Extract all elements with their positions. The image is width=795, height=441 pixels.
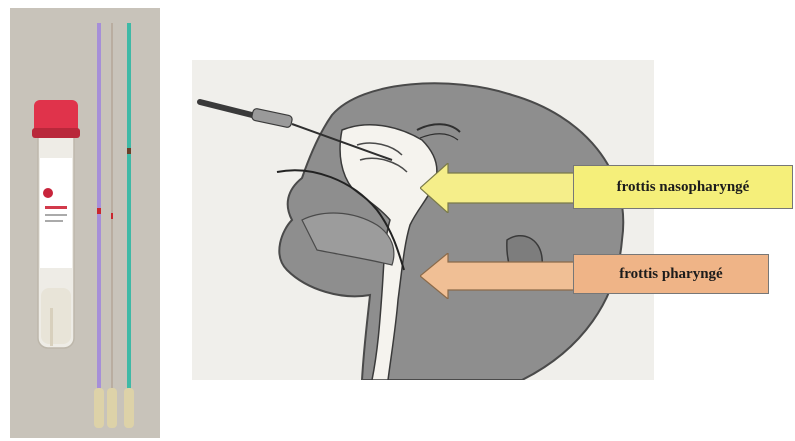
nasopharyngeal-arrow-icon <box>420 163 578 213</box>
swab-teal-handle <box>124 388 134 428</box>
tube-swab-shaft <box>50 308 53 346</box>
swab-purple-breakpoint <box>97 208 101 214</box>
swab-kit-illustration <box>10 8 160 438</box>
tube-medium <box>41 288 71 344</box>
swab-thin-shaft <box>111 23 113 393</box>
swab-handle <box>200 102 252 115</box>
tube-label-line <box>45 220 63 222</box>
pharyngeal-label: frottis pharyngé <box>573 254 769 294</box>
swab-grip <box>251 108 293 128</box>
swab-teal-breakpoint <box>127 148 131 154</box>
swab-kit-photo <box>10 8 160 438</box>
head-cross-section-illustration <box>192 60 654 380</box>
pharyngeal-arrow-icon <box>420 253 578 299</box>
tube-label-logo <box>43 188 53 198</box>
swab-thin-handle <box>107 388 117 428</box>
swab-teal <box>127 23 131 393</box>
swab-thin-breakpoint <box>111 213 113 219</box>
swab-purple-handle <box>94 388 104 428</box>
tube-label-line <box>45 214 67 216</box>
tube-label <box>40 158 72 268</box>
tube-cap-rim <box>32 128 80 138</box>
nasopharyngeal-label: frottis nasopharyngé <box>573 165 793 209</box>
head-diagram <box>192 60 654 380</box>
tube-label-stripe <box>45 206 67 209</box>
arrow-shape <box>420 163 578 213</box>
arrow-shape <box>420 253 578 299</box>
